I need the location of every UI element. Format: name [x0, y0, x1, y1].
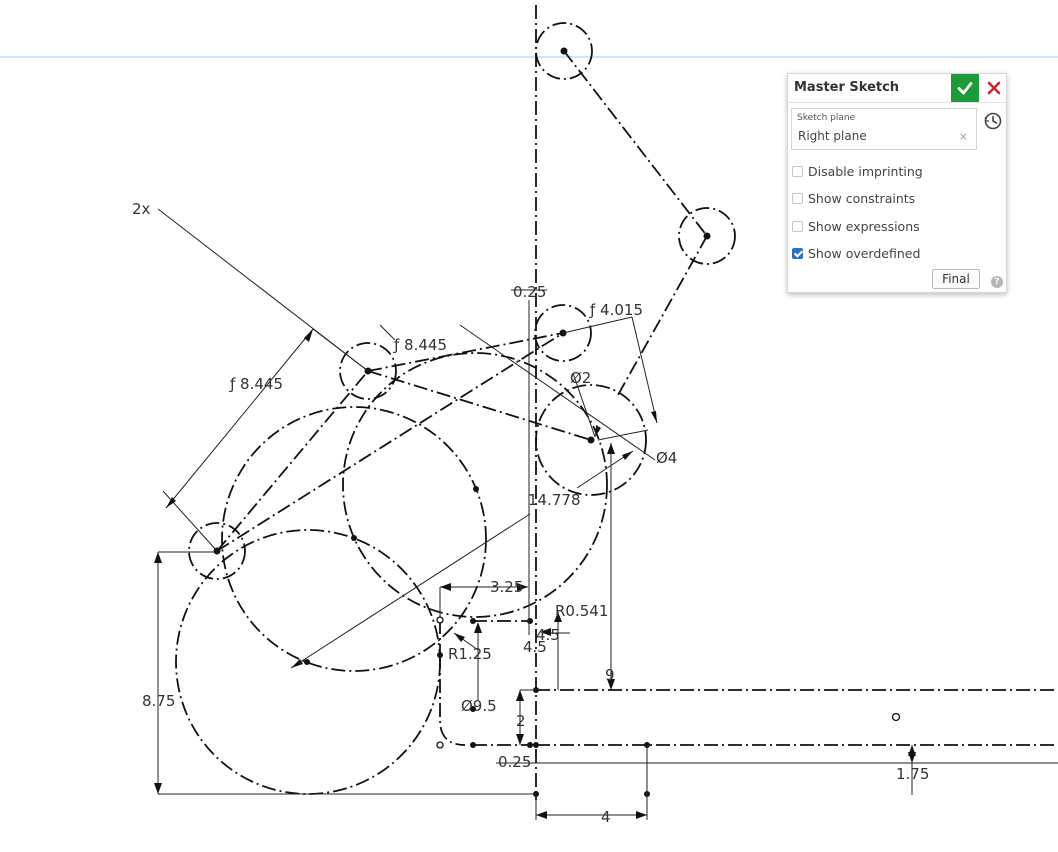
dim-length-325: 3.25: [490, 578, 523, 596]
option-show-overdefined[interactable]: Show overdefined: [792, 244, 920, 262]
dim-offset-025-bottom: 0.25: [498, 753, 531, 771]
show-overdefined-label: Show overdefined: [808, 245, 921, 261]
dim-value-875: 8.75: [142, 692, 175, 710]
dim-value-2: 2: [516, 712, 526, 730]
circle-large-mid[interactable]: [221, 406, 487, 672]
dim-diameter-8445-top: ƒ 8.445: [393, 336, 447, 354]
open-points[interactable]: [436, 616, 901, 749]
dim-diameter-2: Ø2: [570, 369, 591, 387]
final-button[interactable]: Final: [932, 269, 980, 289]
link-top-right[interactable]: [563, 50, 708, 237]
circle-left[interactable]: [188, 522, 246, 580]
cancel-button[interactable]: [981, 74, 1006, 102]
dim-pattern-count: 2x: [132, 200, 151, 218]
close-icon: [987, 81, 1000, 95]
sketch-points[interactable]: [213, 47, 711, 798]
clear-icon[interactable]: ×: [958, 130, 968, 143]
dim-value-9: 9: [605, 666, 615, 684]
history-icon[interactable]: [983, 111, 1003, 131]
dim-value-45b: 4.5: [523, 638, 547, 656]
link-b[interactable]: [367, 370, 592, 441]
dimension-texts[interactable]: 2x ƒ 8.445 ƒ 8.445 ƒ 4.015 Ø2 Ø4 0.25 14…: [132, 200, 929, 826]
panel-header: Master Sketch: [788, 74, 1006, 103]
circle-upper-left[interactable]: [339, 342, 397, 400]
disable-imprinting-label: Disable imprinting: [808, 163, 923, 179]
dim-diameter-4: Ø4: [656, 449, 677, 467]
dimension-lines: [157, 208, 1058, 820]
link-c[interactable]: [216, 370, 369, 552]
checkmark-icon: [957, 82, 973, 95]
option-show-expressions[interactable]: Show expressions: [792, 217, 920, 235]
circle-top[interactable]: [535, 22, 593, 80]
dim-value-175: 1.75: [896, 765, 929, 783]
dim-diameter-95: Ø9.5: [461, 697, 497, 715]
dim-radius-125: R1.25: [448, 645, 492, 663]
panel-title: Master Sketch: [794, 80, 900, 95]
show-expressions-checkbox[interactable]: [792, 220, 803, 232]
circle-main-right[interactable]: [535, 384, 647, 496]
show-constraints-checkbox[interactable]: [792, 192, 803, 204]
sketch-plane-field[interactable]: Sketch plane Right plane ×: [791, 108, 977, 150]
sketch-plane-value[interactable]: Right plane: [798, 129, 867, 143]
option-show-constraints[interactable]: Show constraints: [792, 189, 915, 207]
dim-value-45a: 4.5: [536, 626, 560, 644]
link-right-mid[interactable]: [617, 235, 708, 396]
link-a[interactable]: [367, 332, 564, 372]
dim-length-14778: 14.778: [528, 491, 581, 509]
show-expressions-label: Show expressions: [808, 218, 920, 234]
dim-diameter-8445-left: ƒ 8.445: [229, 375, 283, 393]
sketch-geometry[interactable]: [175, 5, 1058, 800]
option-disable-imprinting[interactable]: Disable imprinting: [792, 162, 923, 180]
disable-imprinting-checkbox[interactable]: [792, 165, 803, 177]
master-sketch-panel: Master Sketch Sketch plane Right plane ×…: [787, 73, 1007, 293]
show-overdefined-checkbox[interactable]: [792, 247, 803, 259]
link-d[interactable]: [216, 332, 564, 552]
dimension-arrows: [154, 329, 916, 819]
dim-radius-0541: R0.541: [555, 602, 608, 620]
circle-large-right[interactable]: [342, 352, 608, 618]
accept-button[interactable]: [951, 74, 979, 102]
circle-upper[interactable]: [534, 304, 592, 362]
dim-offset-025-top: 0.25: [513, 283, 546, 301]
help-icon[interactable]: ?: [991, 276, 1003, 288]
fillet-arc[interactable]: [439, 655, 466, 746]
dim-diameter-4015: ƒ 4.015: [589, 301, 643, 319]
circle-right[interactable]: [678, 207, 736, 265]
sketch-plane-label: Sketch plane: [797, 113, 856, 123]
dim-value-4: 4: [601, 808, 611, 826]
show-constraints-label: Show constraints: [808, 190, 916, 206]
